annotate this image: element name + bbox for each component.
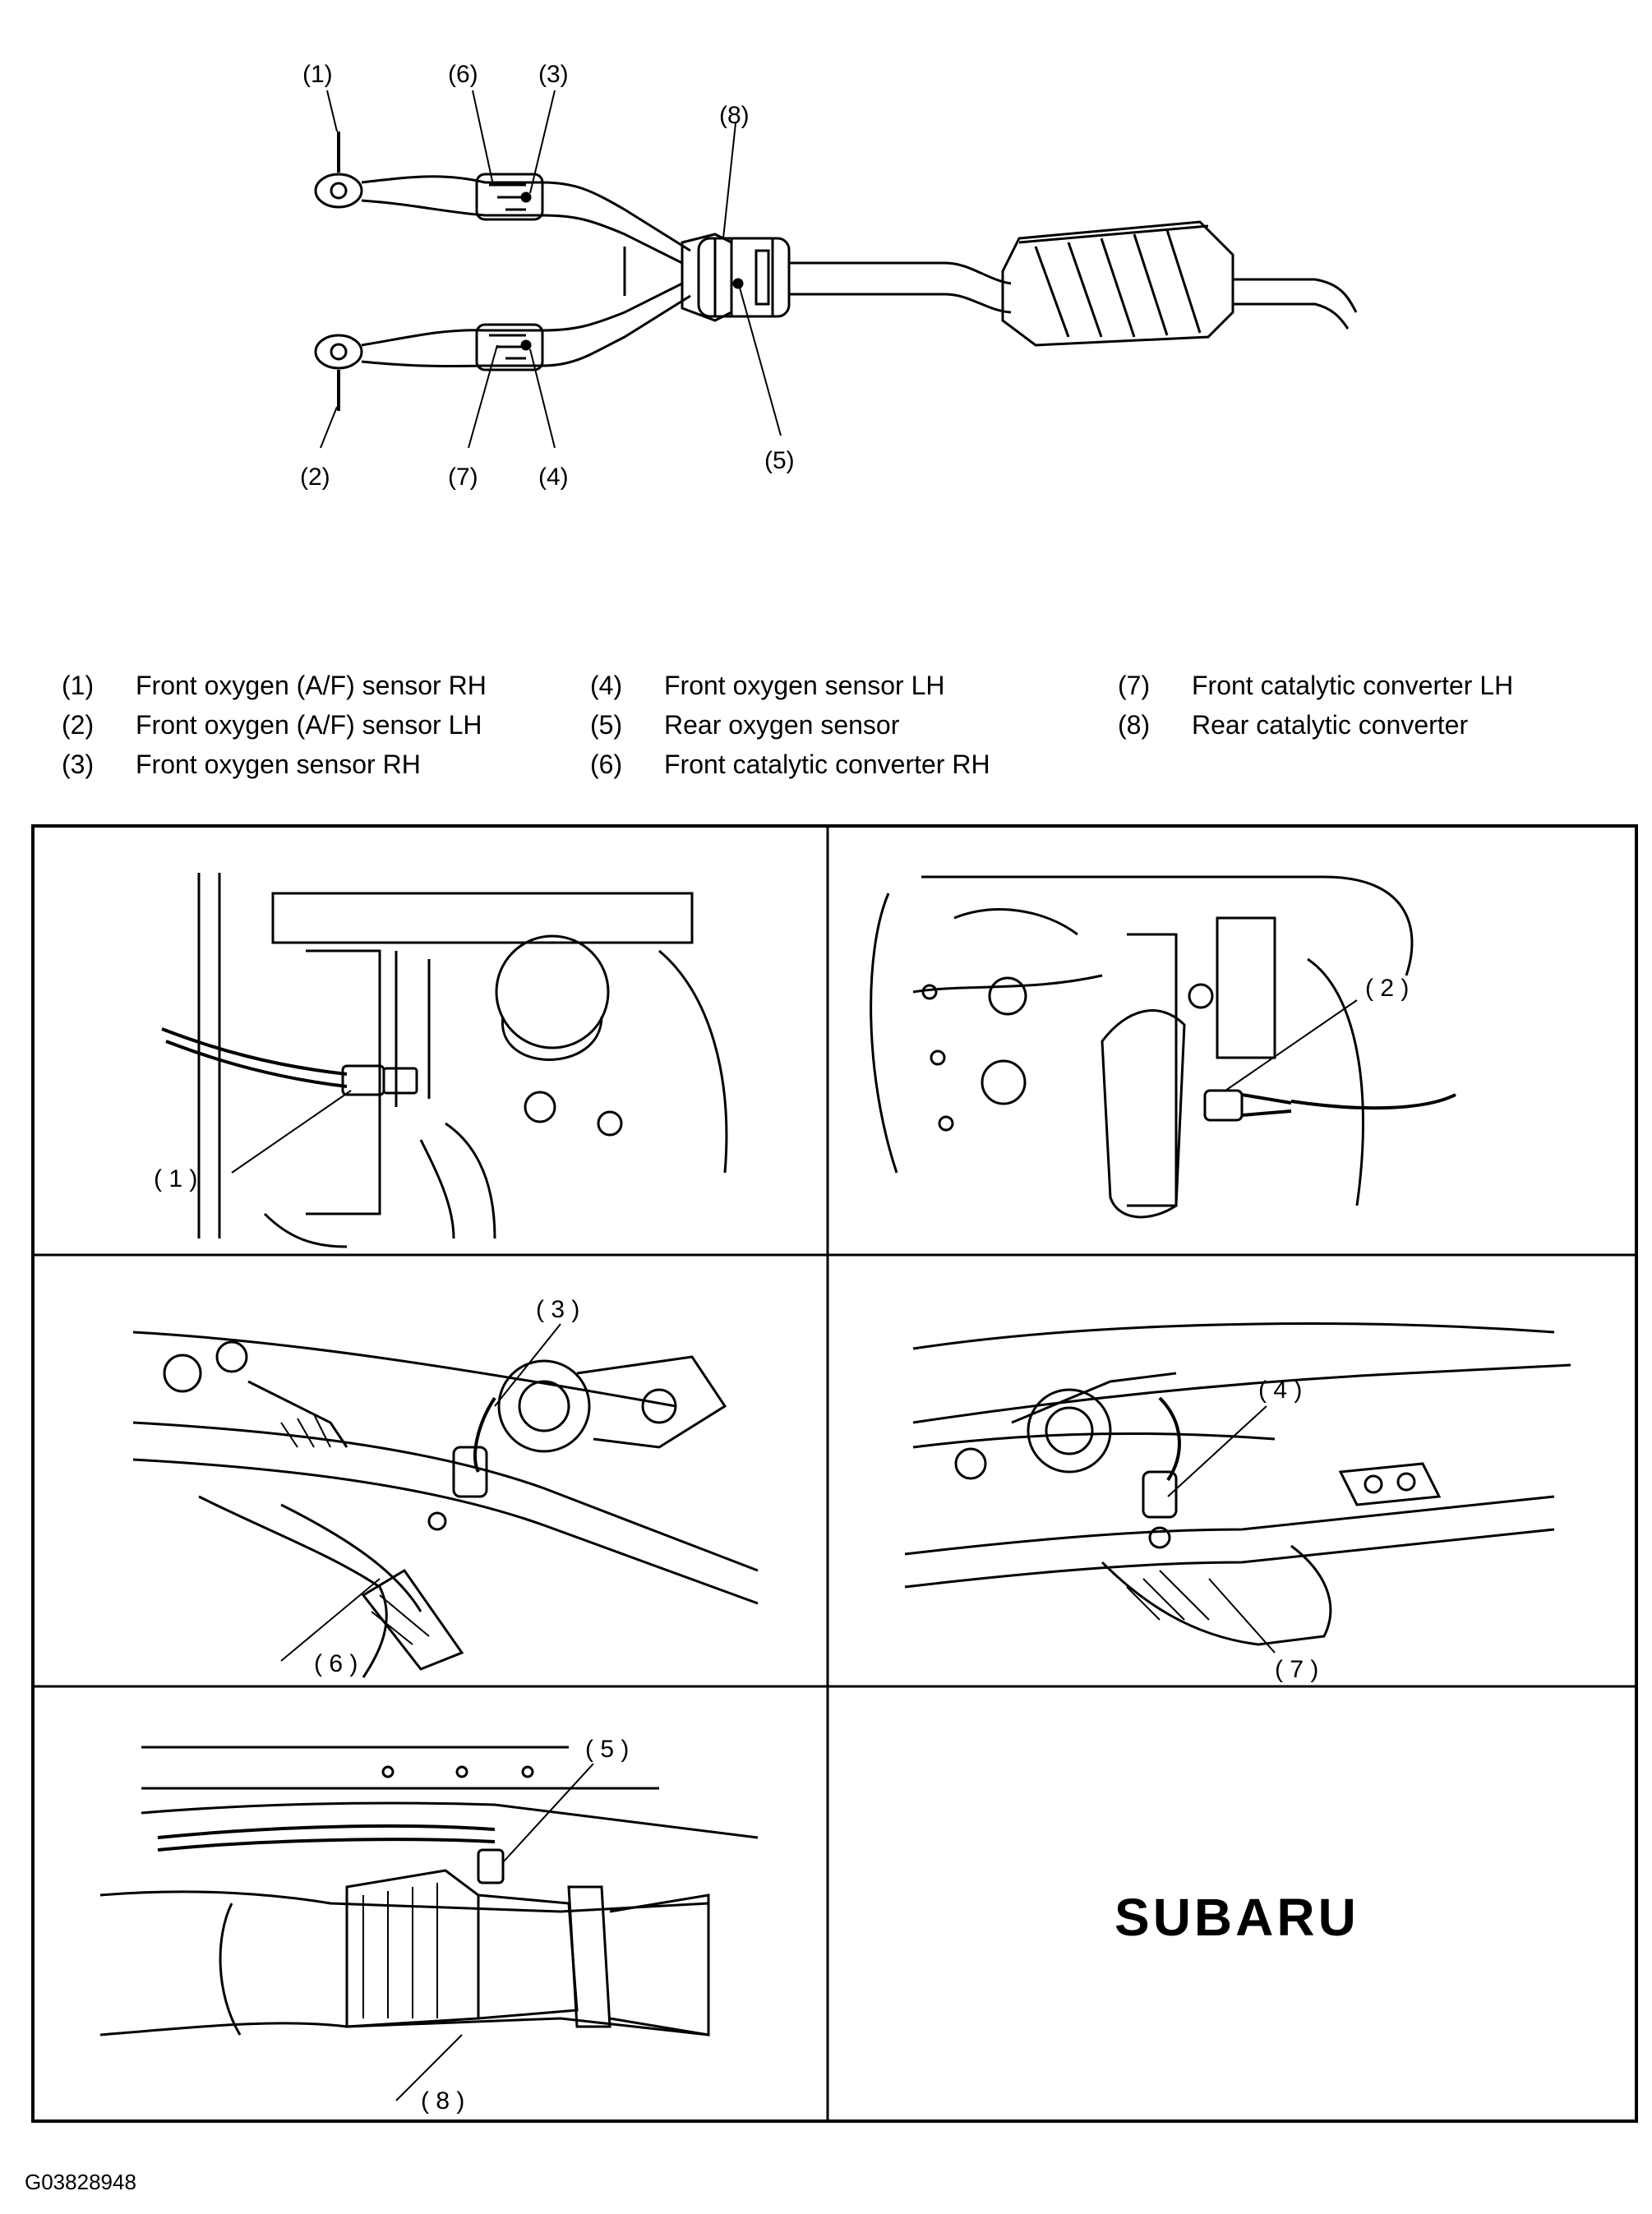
- panel-5-callout-sensor: ( 5 ): [585, 1736, 629, 1763]
- callout-8-label: (8): [719, 102, 750, 129]
- figure-id: G03828948: [25, 2170, 136, 2194]
- panel-3-callout-sensor: ( 3 ): [536, 1296, 579, 1323]
- panel-front-sensor-rh: ( 3 ) ( 6 ): [132, 1296, 759, 1678]
- panel-3-callout-converter: ( 6 ): [314, 1650, 358, 1677]
- callout-6-label: (6): [448, 61, 478, 88]
- sensor-location-grid: ( 1 ) ( 2 ): [31, 824, 1638, 2123]
- callout-4-label: (4): [538, 464, 569, 491]
- panel-4-callout-sensor: ( 4 ): [1258, 1377, 1302, 1404]
- panel-rear-sensor: ( 5 ) ( 8 ): [99, 1736, 759, 2115]
- panel-5-callout-converter: ( 8 ): [421, 2087, 464, 2115]
- panel-front-af-sensor-rh: ( 1 ): [154, 873, 728, 1248]
- panel-4-callout-converter: ( 7 ): [1275, 1656, 1318, 1683]
- subaru-logo: SUBARU: [1114, 1888, 1359, 1947]
- panel-1-callout: ( 1 ): [154, 1165, 197, 1192]
- callout-3-label: (3): [538, 61, 569, 88]
- callout-7-label: (7): [448, 464, 478, 491]
- panel-front-sensor-lh: ( 4 ) ( 7 ): [904, 1322, 1571, 1683]
- callout-5-label: (5): [764, 447, 795, 474]
- panel-brand: SUBARU: [831, 1690, 1635, 2119]
- panel-2-callout: ( 2 ): [1365, 975, 1409, 1002]
- callout-1-label: (1): [302, 61, 333, 88]
- panel-front-af-sensor-lh: ( 2 ): [870, 875, 1456, 1219]
- exhaust-overview-diagram: (1) (6) (3) (8) (2) (7) (4) (5): [300, 61, 1358, 491]
- callout-2-label: (2): [300, 464, 330, 491]
- legend: (1)Front oxygen (A/F) sensor RH (2)Front…: [62, 671, 1514, 779]
